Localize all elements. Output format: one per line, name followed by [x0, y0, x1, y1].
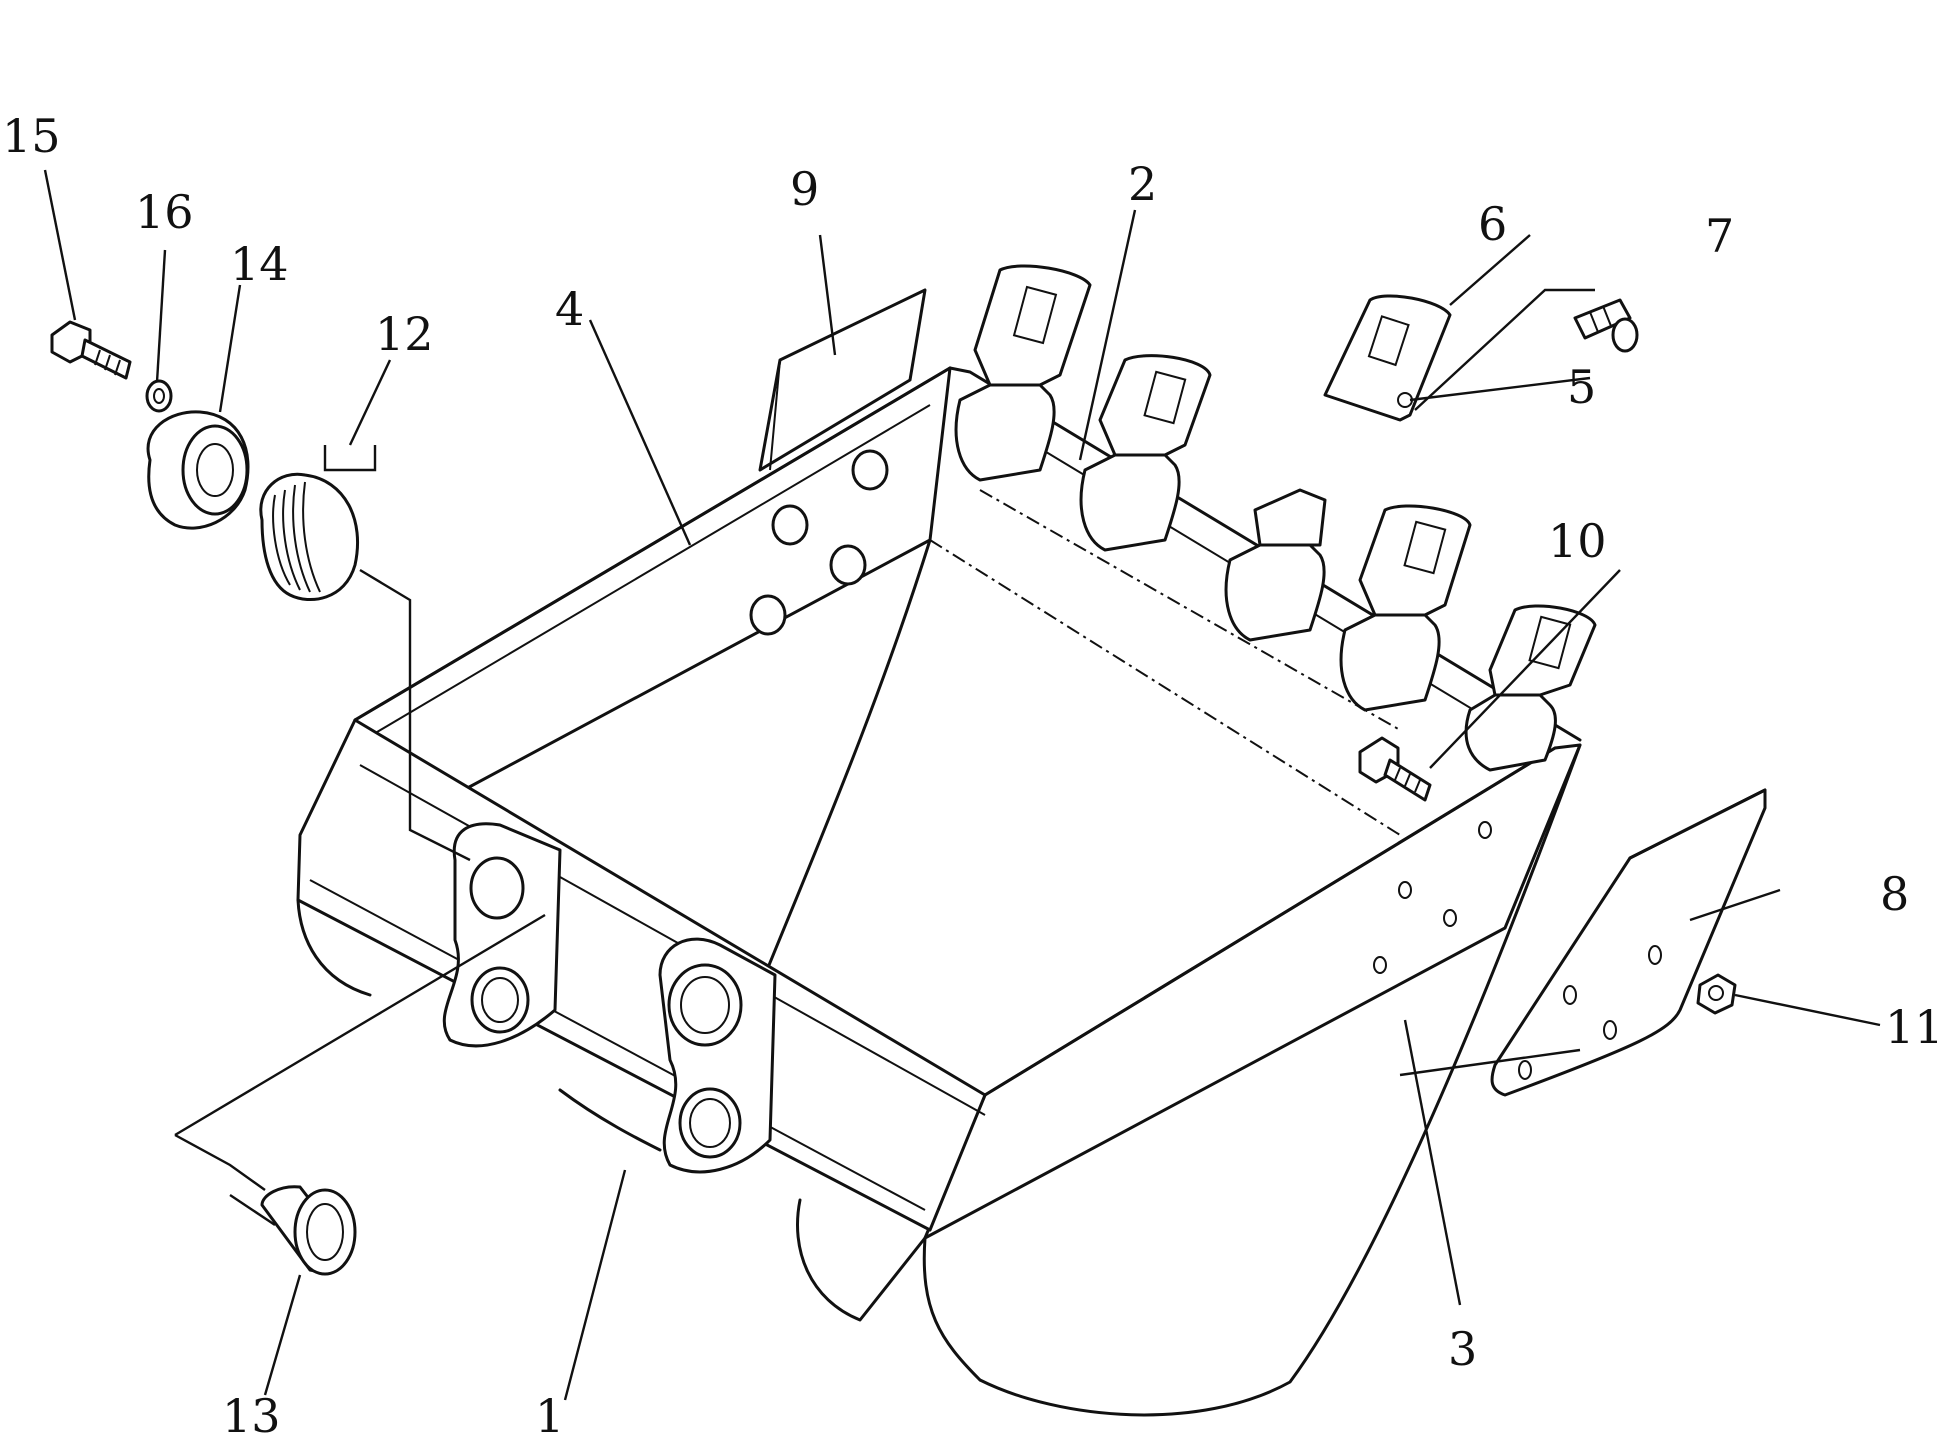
tooth-1 — [954, 264, 1092, 482]
ring-14 — [146, 410, 250, 530]
callout-12: 12 — [375, 307, 434, 361]
callout-14: 14 — [230, 237, 289, 291]
callout-15: 15 — [2, 109, 61, 163]
shim-12 — [259, 472, 360, 602]
callout-1: 1 — [535, 1389, 564, 1438]
callout-8: 8 — [1880, 867, 1909, 921]
side-plate-9 — [758, 288, 927, 472]
callout-4: 4 — [555, 282, 584, 336]
tooth-point-exploded — [1323, 294, 1452, 422]
callout-6: 6 — [1478, 197, 1507, 251]
bucket-brackets — [442, 822, 777, 1174]
callout-9: 9 — [790, 162, 819, 216]
washer-16 — [145, 379, 173, 413]
callout-5: 5 — [1567, 360, 1596, 414]
tooth-4 — [1339, 504, 1472, 712]
callout-3: 3 — [1448, 1322, 1477, 1376]
bolt-15 — [50, 320, 132, 380]
callout-11: 11 — [1885, 1000, 1944, 1054]
side-bolt — [1358, 736, 1432, 802]
callout-2: 2 — [1128, 157, 1157, 211]
teeth-row — [954, 264, 1597, 772]
callout-labels: 15 16 14 12 4 9 2 6 7 5 10 8 11 3 1 13 — [2, 109, 1944, 1438]
tooth-2 — [1079, 354, 1212, 552]
callout-13: 13 — [222, 1389, 281, 1438]
tooth-pin — [1573, 298, 1639, 353]
callout-16: 16 — [135, 185, 194, 239]
callout-7: 7 — [1705, 209, 1734, 263]
side-cutter — [1490, 788, 1767, 1097]
nut — [1696, 973, 1737, 1015]
callout-10: 10 — [1548, 514, 1607, 568]
tooth-3 — [1224, 488, 1327, 642]
bushing-13 — [260, 1185, 357, 1276]
leader-lines — [43, 169, 1881, 1401]
